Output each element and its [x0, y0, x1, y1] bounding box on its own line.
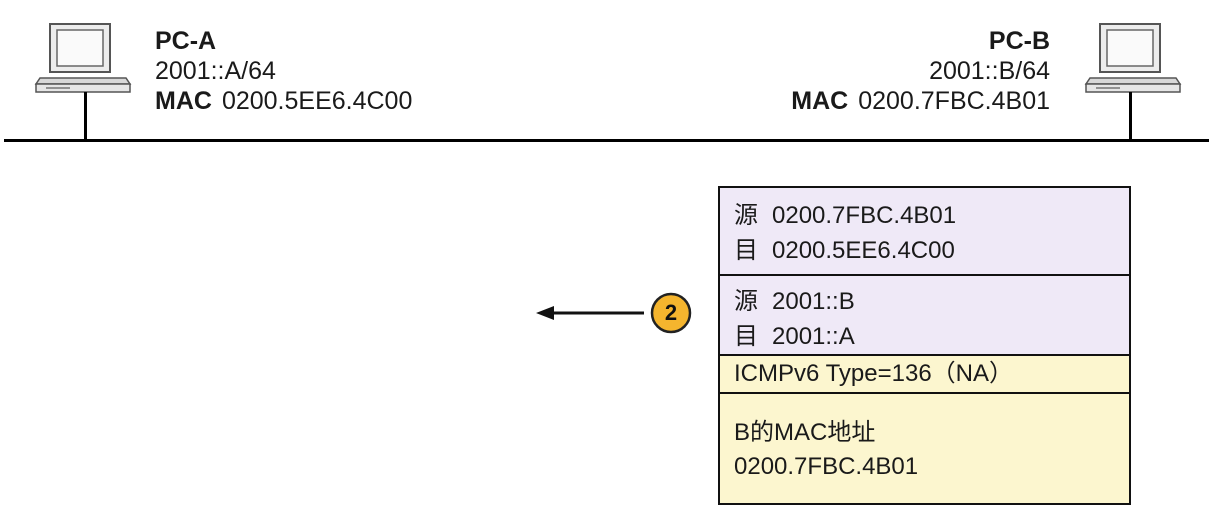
mac-dst-label: 目: [734, 236, 758, 264]
pc-a-ipv6: 2001::A/64: [155, 57, 276, 85]
pc-b-ipv6: 2001::B/64: [929, 57, 1050, 85]
step-badge-circle: [650, 292, 692, 334]
pc-a-mac: 0200.5EE6.4C00: [221, 87, 413, 115]
ip-dst: 2001::A: [772, 323, 855, 350]
packet-mac-header: 源 0200.7FBC.4B01 目 0200.5EE6.4C00: [720, 188, 1129, 274]
step-number: 2: [664, 300, 678, 325]
pc-a-mac-label: MAC: [155, 87, 212, 115]
packet-icmp-header: ICMPv6 Type=136（NA）: [720, 354, 1129, 392]
pc-b-mac: 0200.7FBC.4B01: [858, 87, 1050, 115]
ip-src-label: 源: [734, 287, 758, 315]
mac-src: 0200.7FBC.4B01: [772, 202, 957, 229]
pc-a-name: PC-A: [155, 27, 217, 55]
pc-a-info: PC-A 2001::A/64 MAC 0200.5EE6.4C00: [155, 26, 412, 116]
pc-b-name: PC-B: [988, 27, 1050, 55]
left-arrow-icon: [536, 292, 692, 334]
pc-a-drop-line: [84, 92, 87, 140]
ip-dst-label: 目: [734, 322, 758, 350]
pc-b-computer-icon: [1084, 23, 1182, 93]
packet-ip-header: 源 2001::B 目 2001::A: [720, 274, 1129, 354]
pc-b-mac-label: MAC: [791, 87, 849, 115]
pc-b-info: PC-B 2001::B/64 MAC 0200.7FBC.4B01: [791, 26, 1050, 116]
network-bus-line: [4, 139, 1209, 142]
mac-dst: 0200.5EE6.4C00: [772, 237, 955, 264]
packet-payload: B的MAC地址 0200.7FBC.4B01: [720, 392, 1129, 503]
pc-b-drop-line: [1129, 92, 1132, 140]
payload-line-1: B的MAC地址: [734, 419, 876, 446]
payload-line-2: 0200.7FBC.4B01: [734, 453, 919, 480]
ip-src: 2001::B: [772, 288, 855, 315]
mac-src-label: 源: [734, 201, 758, 229]
pc-a-computer-icon: [34, 23, 132, 93]
